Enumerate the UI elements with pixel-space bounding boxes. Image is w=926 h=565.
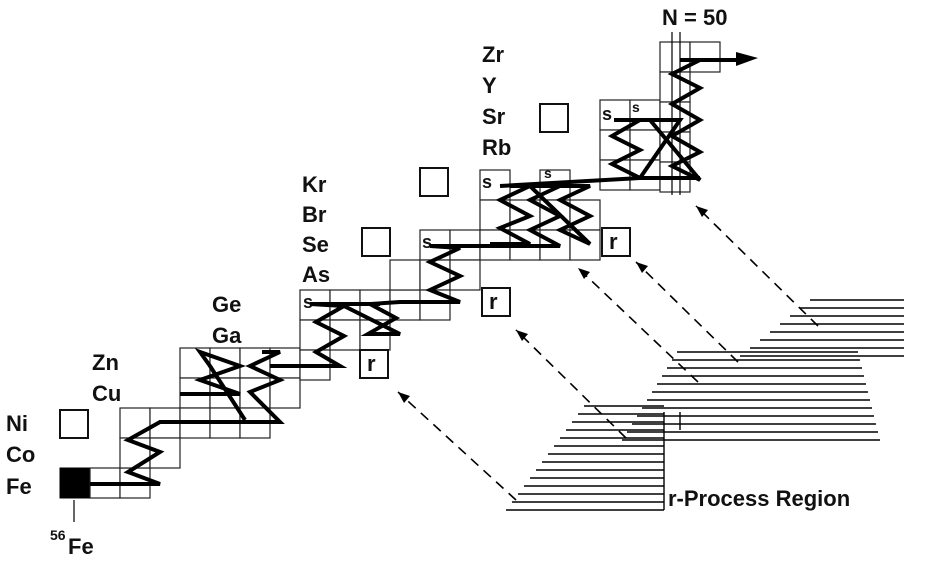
fe56-label: 56 Fe	[50, 500, 94, 559]
s-label: s	[602, 104, 612, 124]
fe56-symbol: Fe	[68, 534, 94, 559]
s-process-path-segment	[270, 302, 380, 368]
r-label: r	[489, 289, 498, 314]
element-label-ni: Ni	[6, 411, 28, 436]
s-label: s	[303, 292, 313, 312]
isotope-cell	[239, 377, 271, 409]
decay-arrowhead	[578, 268, 590, 279]
isotope-box-isolated	[539, 103, 569, 133]
r-process-only-boxes: r r r	[359, 227, 631, 379]
decay-arrowhead	[696, 206, 708, 217]
element-labels-zn-group: Zn Cu	[92, 350, 121, 406]
element-label-kr: Kr	[302, 172, 327, 197]
element-label-zr: Zr	[482, 42, 504, 67]
decay-arrowhead	[636, 262, 648, 273]
magic-number-label: N = 50	[662, 5, 727, 30]
r-label: r	[367, 351, 376, 376]
r-process-region-label: r-Process Region	[668, 486, 850, 511]
isotope-box-isolated	[419, 167, 449, 197]
s-process-path-segment	[339, 244, 465, 336]
isotope-cell	[479, 169, 511, 201]
element-label-br: Br	[302, 202, 327, 227]
decay-arrow	[577, 267, 699, 383]
r-box	[359, 349, 389, 379]
r-process-region-hatching	[506, 299, 904, 511]
isotope-cell	[389, 259, 421, 291]
r-box	[481, 287, 511, 317]
element-labels-fe-group: Ni Co Fe	[6, 411, 35, 499]
element-label-sr: Sr	[482, 104, 506, 129]
element-label-rb: Rb	[482, 135, 511, 160]
isotope-cell	[119, 407, 151, 439]
s-process-only-markers: s s s s s s	[303, 99, 640, 312]
decay-arrow	[635, 261, 739, 363]
element-label-as: As	[302, 262, 330, 287]
element-labels-ge-group: Ge Ga	[212, 292, 242, 348]
decay-arrow	[515, 329, 627, 439]
s-process-path-segment	[499, 58, 740, 188]
decay-arrow	[695, 205, 819, 327]
element-label-ga: Ga	[212, 323, 242, 348]
decay-arrowhead	[398, 392, 410, 403]
element-label-co: Co	[6, 442, 35, 467]
s-label: s	[632, 99, 640, 115]
isotope-cell	[149, 437, 181, 469]
element-label-zn: Zn	[92, 350, 119, 375]
s-process-path-segment	[490, 183, 595, 246]
s-process-path-segment	[90, 350, 286, 486]
s-process-path-segment	[180, 348, 247, 422]
isotope-cell	[569, 229, 601, 261]
element-labels-kr-group: Kr Br Se As	[302, 172, 330, 287]
element-label-ge: Ge	[212, 292, 241, 317]
isolated-isotope-boxes	[361, 103, 569, 257]
fe56-mass-number: 56	[50, 527, 66, 543]
r-process-decay-arrows	[397, 205, 819, 501]
element-label-fe: Fe	[6, 474, 32, 499]
path-arrowhead	[736, 52, 758, 66]
element-label-cu: Cu	[92, 381, 121, 406]
fe56-cell	[59, 467, 91, 499]
r-label: r	[609, 229, 618, 254]
isotope-cell	[689, 41, 721, 73]
decay-arrow	[397, 391, 517, 501]
s-process-path-segment	[614, 118, 700, 180]
s-process-path	[90, 58, 740, 486]
element-labels-zr-group: Zr Y Sr Rb	[482, 42, 511, 160]
s-label: s	[544, 165, 552, 181]
decay-arrowhead	[516, 330, 528, 341]
s-label: s	[422, 232, 432, 252]
element-label-se: Se	[302, 232, 329, 257]
r-box	[601, 227, 631, 257]
isotope-box-isolated	[361, 227, 391, 257]
isotope-box-isolated	[59, 409, 89, 439]
element-label-y: Y	[482, 73, 497, 98]
s-label: s	[482, 172, 492, 192]
